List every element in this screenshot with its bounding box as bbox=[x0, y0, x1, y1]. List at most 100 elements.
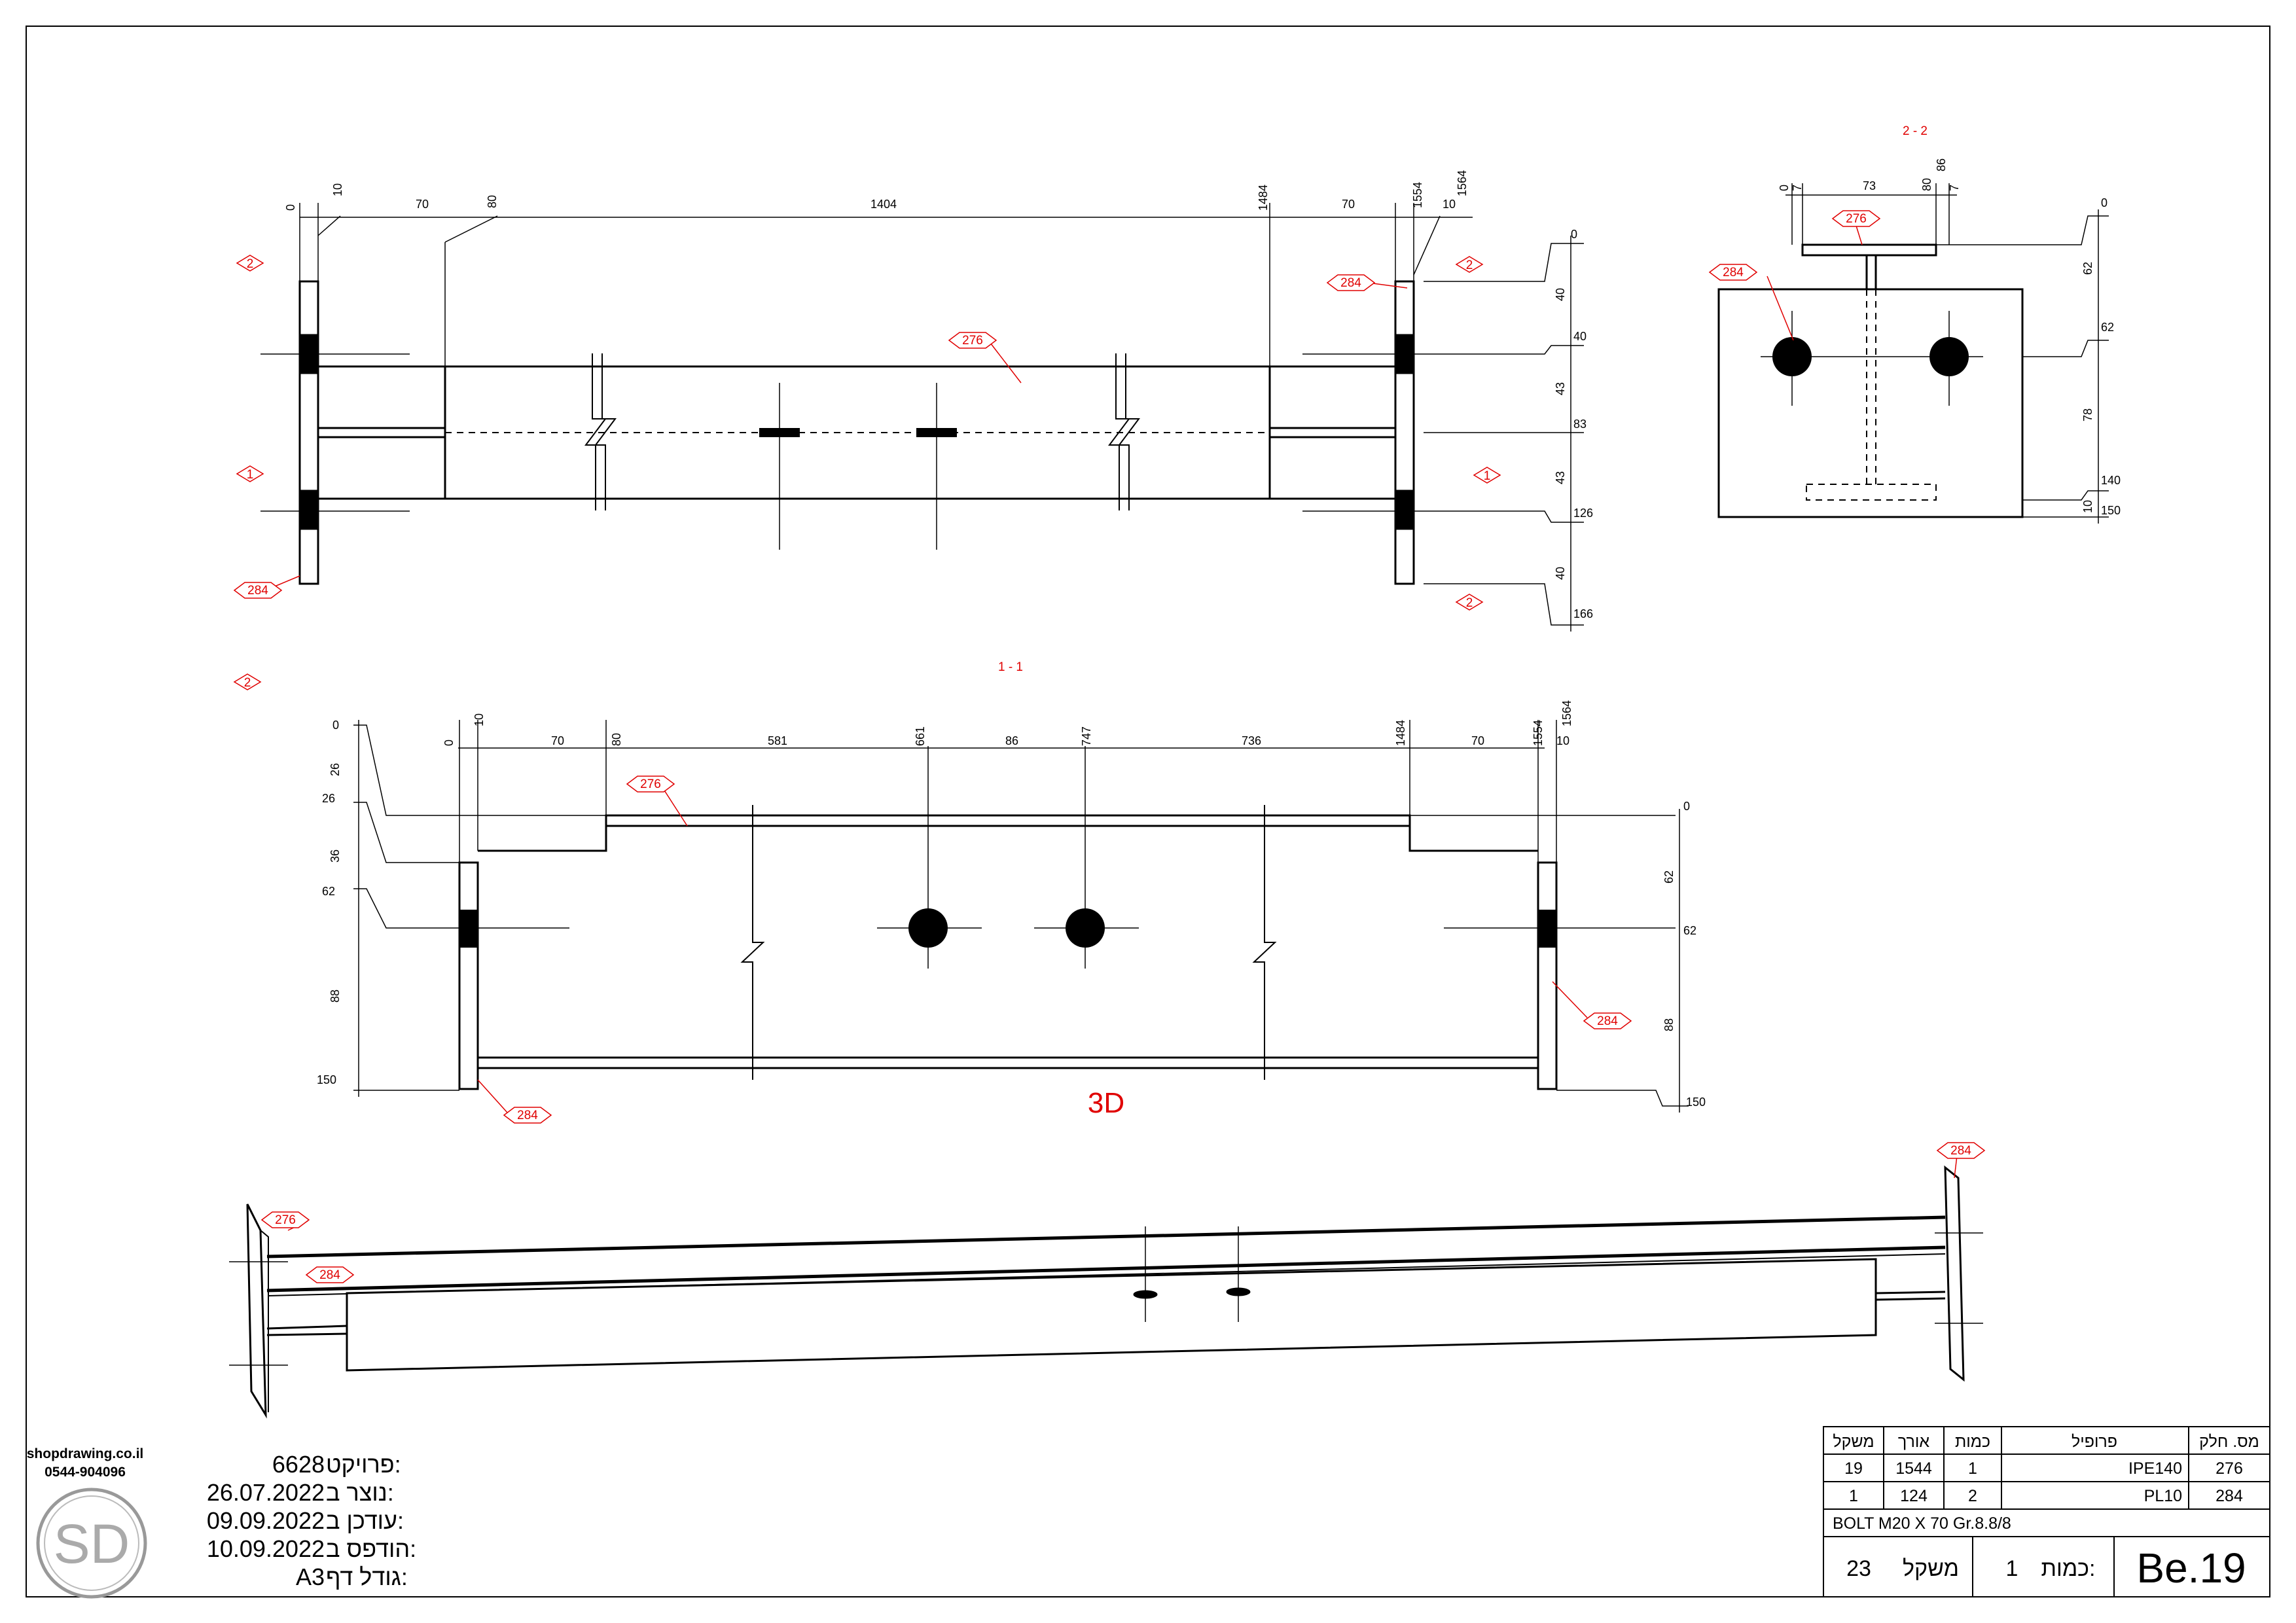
svg-text:1554: 1554 bbox=[1532, 720, 1545, 746]
section-2-2-view bbox=[1717, 183, 2109, 524]
part-tag: 276 bbox=[948, 332, 997, 349]
svg-text:1: 1 bbox=[247, 468, 254, 482]
part-tag: 276 bbox=[1831, 210, 1881, 227]
svg-text:43: 43 bbox=[1554, 382, 1567, 395]
svg-text:2: 2 bbox=[244, 676, 251, 690]
svg-text:78: 78 bbox=[2081, 408, 2094, 421]
svg-text:80: 80 bbox=[486, 195, 499, 208]
part-tag: 276 bbox=[260, 1211, 310, 1228]
svg-text:10: 10 bbox=[1443, 198, 1456, 211]
svg-text:70: 70 bbox=[551, 734, 564, 747]
svg-text:284: 284 bbox=[2215, 1487, 2243, 1505]
svg-text:83: 83 bbox=[1573, 418, 1587, 431]
svg-text:276: 276 bbox=[962, 334, 983, 348]
svg-text:הודפס ב:: הודפס ב: bbox=[326, 1535, 416, 1562]
svg-text:80: 80 bbox=[1920, 178, 1933, 191]
svg-text:150: 150 bbox=[2101, 504, 2121, 517]
svg-text:19: 19 bbox=[1844, 1459, 1863, 1478]
part-tag: 284 bbox=[1708, 264, 1758, 281]
svg-text:661: 661 bbox=[914, 726, 927, 746]
svg-text:26.07.2022: 26.07.2022 bbox=[207, 1479, 325, 1506]
svg-text:43: 43 bbox=[1554, 471, 1567, 484]
section-2-2-annotations: 2 - 2 276 284 0 7 73 80 86 7 0 62 140 15… bbox=[1708, 124, 2121, 517]
stamp-row: 26.07.2022 נוצר ב: bbox=[207, 1479, 394, 1506]
col-header: כמות bbox=[1955, 1433, 1990, 1451]
section-1-1-view bbox=[353, 720, 1689, 1113]
svg-text:276: 276 bbox=[275, 1213, 296, 1227]
svg-text:40: 40 bbox=[1554, 288, 1567, 301]
svg-text:1404: 1404 bbox=[870, 198, 897, 211]
svg-text:0: 0 bbox=[1571, 228, 1577, 241]
part-tag: 284 bbox=[1326, 274, 1376, 291]
svg-text:26: 26 bbox=[322, 792, 335, 805]
svg-text:גודל דף:: גודל דף: bbox=[326, 1563, 408, 1590]
company-website: shopdrawing.co.il bbox=[27, 1446, 144, 1461]
svg-text:1 - 1: 1 - 1 bbox=[998, 660, 1023, 674]
svg-text:1: 1 bbox=[1849, 1487, 1858, 1505]
svg-text:70: 70 bbox=[1471, 734, 1484, 747]
svg-text:עודכן ב:: עודכן ב: bbox=[326, 1507, 404, 1534]
svg-text:276: 276 bbox=[2215, 1459, 2243, 1478]
svg-text:2: 2 bbox=[1968, 1487, 1977, 1505]
svg-text:1564: 1564 bbox=[1456, 170, 1469, 196]
stamp-row: 6628 פרויקט: bbox=[272, 1451, 401, 1478]
part-tag: 284 bbox=[1936, 1142, 1986, 1159]
svg-text:73: 73 bbox=[1863, 179, 1876, 192]
svg-text:10: 10 bbox=[1556, 734, 1570, 747]
svg-text:126: 126 bbox=[1573, 507, 1593, 520]
iso-title: 3D bbox=[1088, 1087, 1124, 1119]
stamp-block: 6628 פרויקט: 26.07.2022 נוצר ב: 09.09.20… bbox=[207, 1451, 416, 1590]
svg-text:284: 284 bbox=[1950, 1144, 1971, 1158]
iso-annotations: 284 276 284 bbox=[260, 1142, 1986, 1283]
svg-text:10.09.2022: 10.09.2022 bbox=[207, 1535, 325, 1562]
svg-text:0: 0 bbox=[332, 719, 339, 732]
table-row: 1 124 2 PL10 284 bbox=[1849, 1487, 2243, 1505]
svg-text:2: 2 bbox=[1466, 259, 1473, 272]
svg-text:284: 284 bbox=[517, 1109, 538, 1122]
svg-text:284: 284 bbox=[319, 1268, 340, 1282]
svg-text:284: 284 bbox=[247, 584, 268, 597]
company-logo: SD bbox=[36, 1488, 147, 1599]
col-header: אורך bbox=[1898, 1433, 1929, 1451]
svg-text:124: 124 bbox=[1900, 1487, 1928, 1505]
svg-text:62: 62 bbox=[2081, 262, 2094, 275]
svg-text:62: 62 bbox=[2101, 321, 2114, 334]
col-header: משקל bbox=[1833, 1433, 1874, 1451]
part-tag: 276 bbox=[626, 776, 675, 793]
qty-value: 1 bbox=[2006, 1556, 2018, 1581]
svg-text:IPE140: IPE140 bbox=[2128, 1459, 2182, 1478]
part-tag: 284 bbox=[503, 1107, 552, 1124]
svg-text:150: 150 bbox=[317, 1073, 336, 1086]
parts-table-text: משקל אורך כמות פרופיל מס. חלק 19 1544 1 … bbox=[1833, 1433, 2259, 1592]
svg-text:פרויקט:: פרויקט: bbox=[326, 1451, 401, 1478]
svg-text:6628: 6628 bbox=[272, 1451, 325, 1478]
svg-text:0: 0 bbox=[2101, 196, 2108, 209]
company-phone: 0544-904096 bbox=[45, 1465, 126, 1480]
svg-text:10: 10 bbox=[2081, 500, 2094, 513]
svg-text:09.09.2022: 09.09.2022 bbox=[207, 1507, 325, 1534]
svg-text:276: 276 bbox=[640, 777, 661, 791]
svg-text:62: 62 bbox=[1662, 870, 1676, 883]
svg-text:40: 40 bbox=[1573, 330, 1587, 343]
plan-annotations: 276 284 284 2 1 2 1 2 2 0 10 70 80 1404 bbox=[233, 170, 1593, 690]
svg-text:88: 88 bbox=[329, 990, 342, 1003]
svg-text:736: 736 bbox=[1242, 734, 1261, 747]
svg-text:1: 1 bbox=[1484, 469, 1491, 483]
svg-text:2: 2 bbox=[1466, 596, 1473, 610]
svg-text:1484: 1484 bbox=[1257, 185, 1270, 211]
svg-text:150: 150 bbox=[1686, 1096, 1706, 1109]
svg-text:10: 10 bbox=[331, 183, 344, 196]
svg-text:0: 0 bbox=[1683, 800, 1690, 813]
svg-text:166: 166 bbox=[1573, 607, 1593, 620]
svg-text:1554: 1554 bbox=[1411, 182, 1424, 208]
svg-text:2 - 2: 2 - 2 bbox=[1903, 124, 1928, 138]
svg-text:26: 26 bbox=[329, 763, 342, 776]
svg-text:70: 70 bbox=[1342, 198, 1355, 211]
parts-table bbox=[1823, 1426, 2270, 1597]
section-1-1-annotations: 1 - 1 276 284 284 0 10 70 80 581 661 86 … bbox=[317, 660, 1706, 1124]
svg-text:140: 140 bbox=[2101, 474, 2121, 487]
part-tag: 284 bbox=[305, 1266, 355, 1283]
company-block: shopdrawing.co.il 0544-904096 SD bbox=[27, 1446, 147, 1599]
weight-label: משקל bbox=[1903, 1556, 1959, 1581]
